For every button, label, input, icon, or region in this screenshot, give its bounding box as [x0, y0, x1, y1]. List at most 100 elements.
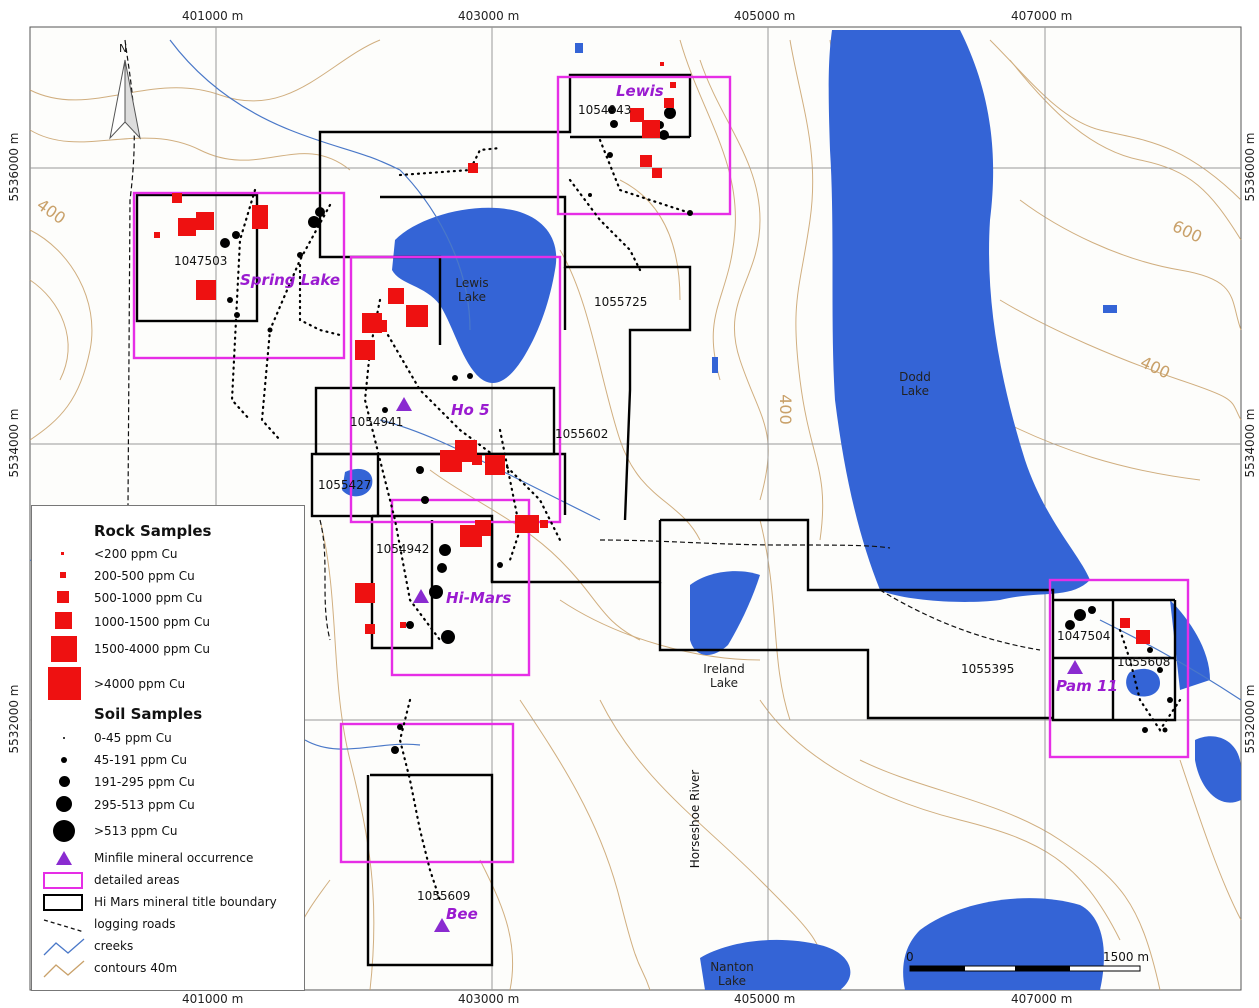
claim-label: 1054941: [350, 415, 404, 429]
horseshoe-river-label: Horseshoe River: [688, 769, 703, 869]
east-pond: [1195, 736, 1241, 803]
legend-text: logging roads: [94, 917, 176, 931]
easting-label: 403000 m: [458, 9, 520, 23]
pam-lake: [1126, 668, 1160, 697]
claim-label: 1054942: [376, 542, 430, 556]
easting-label: 405000 m: [734, 9, 796, 23]
legend-text: >513 ppm Cu: [94, 824, 178, 838]
scale-start: 0: [906, 950, 914, 964]
legend-soil-title: Soil Samples: [94, 705, 203, 723]
legend-text: Hi Mars mineral title boundary: [94, 895, 277, 909]
place-line: Lake: [458, 290, 486, 304]
rock-symbol-icon: [61, 552, 64, 555]
area-label-ho5: Ho 5: [451, 401, 490, 419]
legend-text: 1000-1500 ppm Cu: [94, 615, 210, 629]
northing-label: 5532000 m: [7, 684, 21, 754]
dodd-lake: [828, 30, 1090, 602]
rock-symbol-icon: [60, 572, 66, 578]
detailed-areas: [132, 75, 1190, 864]
rock-symbol-icon: [48, 667, 81, 700]
scale-bar: [909, 965, 1141, 972]
minfile-occurrences: [396, 397, 1083, 932]
area-label-lewis: Lewis: [616, 82, 664, 100]
soil-symbol-icon: [59, 776, 70, 787]
northing-label: 5534000 m: [7, 408, 21, 478]
legend-text: 191-295 ppm Cu: [94, 775, 195, 789]
water-bodies: [342, 30, 1241, 990]
legend-row: 191-295 ppm Cu: [32, 772, 304, 794]
claim-label: 1055725: [594, 295, 648, 309]
legend-text: Minfile mineral occurrence: [94, 851, 254, 865]
north-label: N: [119, 42, 128, 55]
minfile-triangle-icon: [56, 851, 72, 865]
legend-row: Hi Mars mineral title boundary: [32, 892, 304, 914]
claim-boundary-swatch-icon: [43, 894, 83, 911]
rock-symbol-icon: [55, 612, 72, 629]
place-line: Lake: [901, 384, 929, 398]
legend-text: >4000 ppm Cu: [94, 677, 186, 691]
claim-label: 1055609: [417, 889, 471, 903]
detailed-area-swatch-icon: [43, 872, 83, 889]
nanton-lake-label: Nanton Lake: [702, 960, 762, 988]
rock-symbol-icon: [57, 591, 69, 603]
claim-label: 1055427: [318, 478, 372, 492]
legend-rock-title: Rock Samples: [94, 522, 212, 540]
map-legend: Rock Samples <200 ppm Cu 200-500 ppm Cu …: [31, 505, 305, 991]
contour-icon: [43, 960, 85, 978]
place-line: Dodd: [899, 370, 931, 384]
legend-text: 500-1000 ppm Cu: [94, 591, 203, 605]
north-arrow-icon: [109, 59, 141, 140]
dodd-lake-label: Dodd Lake: [888, 370, 942, 398]
area-label-pam11: Pam 11: [1056, 677, 1118, 695]
claim-label: 1047504: [1057, 629, 1111, 643]
northing-label: 5534000 m: [1243, 408, 1257, 478]
soil-symbol-icon: [56, 796, 72, 812]
west-pond: [342, 468, 373, 497]
legend-text: 0-45 ppm Cu: [94, 731, 172, 745]
area-label-spring-lake: Spring Lake: [240, 271, 341, 289]
legend-row: <200 ppm Cu: [32, 544, 304, 566]
soil-symbol-icon: [63, 737, 65, 739]
legend-row: 295-513 ppm Cu: [32, 794, 304, 816]
logging-road-icon: [43, 919, 85, 933]
claim-label: 1055395: [961, 662, 1015, 676]
soil-symbol-icon: [61, 757, 67, 763]
legend-row: logging roads: [32, 914, 304, 936]
place-line: Nanton: [710, 960, 754, 974]
legend-row: Minfile mineral occurrence: [32, 848, 304, 870]
legend-row: 500-1000 ppm Cu: [32, 588, 304, 610]
easting-label: 407000 m: [1011, 9, 1073, 23]
easting-label: 407000 m: [1011, 992, 1073, 1006]
legend-text: 295-513 ppm Cu: [94, 798, 195, 812]
easting-label: 401000 m: [182, 9, 244, 23]
claim-label: 1055602: [555, 427, 609, 441]
legend-text: 1500-4000 ppm Cu: [94, 642, 210, 656]
legend-row: 1500-4000 ppm Cu: [32, 634, 304, 662]
claim-label: 1054943: [578, 103, 632, 117]
legend-row: 200-500 ppm Cu: [32, 566, 304, 588]
easting-label: 405000 m: [734, 992, 796, 1006]
logging-roads: [124, 39, 1041, 651]
northing-label: 5532000 m: [1243, 684, 1257, 754]
rock-samples: [154, 62, 1150, 644]
claim-label: 1055608: [1117, 655, 1171, 669]
place-line: Lake: [710, 676, 738, 690]
easting-label: 401000 m: [182, 992, 244, 1006]
legend-row: detailed areas: [32, 870, 304, 892]
area-label-hi-mars: Hi-Mars: [446, 589, 512, 607]
legend-text: contours 40m: [94, 961, 178, 975]
ireland-lake-label: Ireland Lake: [694, 662, 754, 690]
legend-text: 200-500 ppm Cu: [94, 569, 195, 583]
place-line: Ireland: [703, 662, 745, 676]
legend-row: >513 ppm Cu: [32, 818, 304, 842]
legend-row: 1000-1500 ppm Cu: [32, 610, 304, 632]
small-pond-2: [1103, 305, 1117, 313]
area-label-bee: Bee: [446, 905, 478, 923]
ireland-lake: [690, 571, 760, 656]
lewis-lake: [392, 207, 557, 384]
legend-text: detailed areas: [94, 873, 180, 887]
lewis-lake-label: Lewis Lake: [445, 276, 499, 304]
small-pond-3: [575, 43, 583, 53]
legend-text: creeks: [94, 939, 134, 953]
northing-label: 5536000 m: [7, 132, 21, 202]
